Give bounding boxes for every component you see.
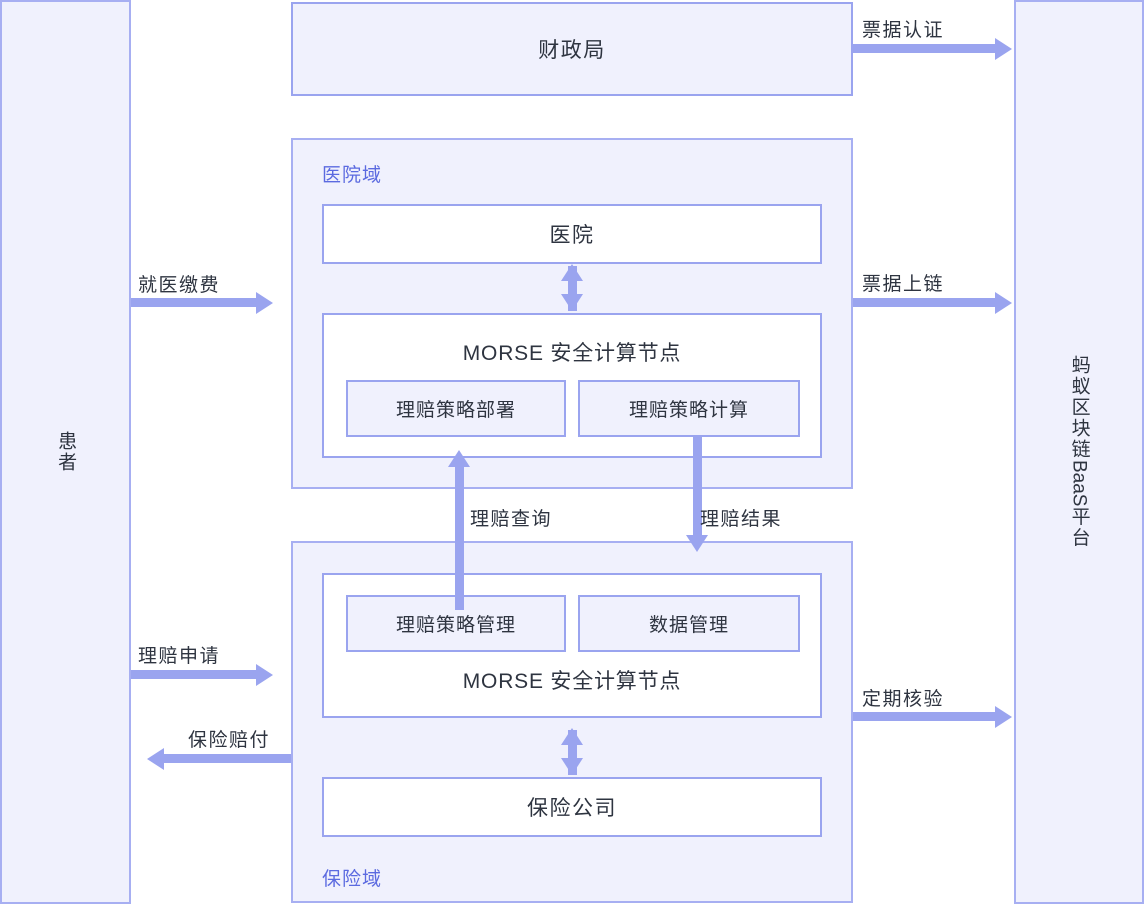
node-insurance-company-label: 保险公司 (527, 797, 617, 820)
domain-hospital-label: 医院域 (322, 165, 383, 186)
module-data-manage-label: 数据管理 (648, 615, 729, 636)
edge-label-claim-application: 理赔申请 (138, 646, 221, 667)
edge-label-claim-result: 理赔结果 (700, 509, 783, 530)
module-policy-manage-label: 理赔策略管理 (395, 615, 516, 636)
node-finance-bureau-label: 财政局 (538, 39, 606, 62)
module-policy-compute-label: 理赔策略计算 (628, 400, 749, 421)
module-policy-deploy: 理赔策略部署 (346, 380, 566, 437)
blockchain-label-latin: BaaS (1068, 460, 1090, 507)
blockchain-label-cn-bottom: 平台 (1068, 506, 1090, 549)
edge-label-insurance-payout: 保险赔付 (188, 730, 271, 751)
edge-label-medical-payment: 就医缴费 (138, 275, 221, 296)
node-hospital-label: 医院 (549, 224, 595, 247)
node-insurance-company: 保险公司 (322, 777, 822, 837)
domain-insurance-label: 保险域 (322, 869, 383, 890)
actor-patient-label: 患者 (55, 431, 77, 473)
edge-label-invoice-on-chain: 票据上链 (862, 274, 945, 295)
actor-patient: 患者 (0, 0, 131, 904)
module-policy-compute: 理赔策略计算 (578, 380, 800, 437)
actor-blockchain-platform: 蚂蚁区块链BaaS平台 (1014, 0, 1144, 904)
blockchain-label-cn-top: 蚂蚁区块链 (1068, 355, 1090, 461)
module-policy-manage: 理赔策略管理 (346, 595, 566, 652)
edge-label-invoice-auth: 票据认证 (862, 20, 945, 41)
node-morse-insurance-label: MORSE 安全计算节点 (462, 670, 682, 693)
actor-blockchain-platform-label: 蚂蚁区块链BaaS平台 (1061, 355, 1096, 548)
node-morse-hospital-label: MORSE 安全计算节点 (462, 342, 682, 365)
module-data-manage: 数据管理 (578, 595, 800, 652)
node-finance-bureau: 财政局 (291, 2, 853, 96)
node-hospital: 医院 (322, 204, 822, 264)
module-policy-deploy-label: 理赔策略部署 (395, 400, 516, 421)
edge-label-claim-query: 理赔查询 (470, 509, 553, 530)
edge-label-periodic-verification: 定期核验 (862, 689, 945, 710)
